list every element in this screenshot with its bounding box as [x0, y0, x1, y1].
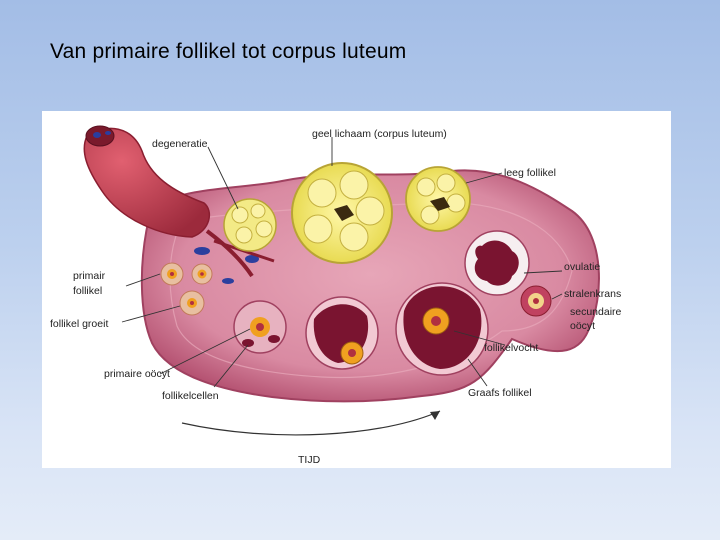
growing-follicle — [233, 300, 287, 354]
label-corpus-luteum: geel lichaam (corpus luteum) — [312, 128, 447, 140]
graafian-follicle — [395, 282, 489, 376]
label-primair-1: primair — [73, 270, 106, 282]
ovary-inner-texture — [169, 202, 573, 379]
label-primair-2: follikel — [73, 285, 102, 297]
label-stralenkrans: stralenkrans — [564, 288, 621, 300]
antral-follicle — [305, 296, 379, 370]
ovary-diagram: degeneratie geel lichaam (corpus luteum)… — [50, 125, 622, 466]
slide-title: Van primaire follikel tot corpus luteum — [50, 40, 407, 63]
label-secundaire: secundaire — [570, 306, 622, 318]
label-leeg-follikel: leeg follikel — [504, 167, 556, 179]
label-graafs-follikel: Graafs follikel — [468, 387, 532, 399]
label-oocyt: oöcyt — [570, 320, 595, 332]
label-degeneratie: degeneratie — [152, 138, 208, 150]
time-arrow — [181, 410, 441, 436]
time-arrowhead — [430, 411, 440, 420]
label-ovulatie: ovulatie — [564, 261, 600, 273]
label-primaire-oocyt: primaire oöcyt — [104, 368, 170, 380]
ovary-diagram-panel: degeneratie geel lichaam (corpus luteum)… — [42, 111, 671, 468]
ovulating-follicle — [464, 230, 530, 296]
label-follikel-groeit: follikel groeit — [50, 318, 108, 330]
blood-vessel — [83, 127, 211, 238]
label-tijd: TIJD — [298, 454, 321, 466]
primary-follicles — [160, 262, 213, 316]
leader-lines — [121, 137, 563, 388]
corpus-luteum — [291, 162, 393, 264]
empty-follicle — [405, 166, 471, 232]
released-oocyte — [520, 285, 552, 317]
degenerating-follicle — [223, 198, 277, 252]
label-follikelcellen: follikelcellen — [162, 390, 219, 402]
label-follikelvocht: follikelvocht — [484, 342, 538, 354]
